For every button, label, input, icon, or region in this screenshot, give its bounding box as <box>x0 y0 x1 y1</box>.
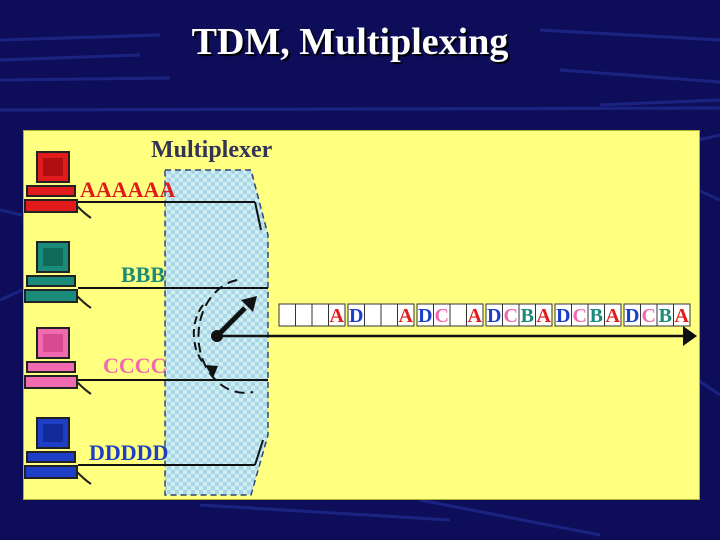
frame-slot-label: D <box>556 305 570 327</box>
source-label-c: CCCC <box>103 353 167 378</box>
frame-slot-label: B <box>521 305 534 327</box>
frame-slot-label: C <box>642 305 656 327</box>
slide-title: TDM, Multiplexing <box>0 20 700 64</box>
frame-slot-label: B <box>659 305 672 327</box>
tdm-diagram: Multiplexer <box>23 130 698 498</box>
frame-slot-label: A <box>399 305 414 327</box>
blue-computer-icon <box>25 418 91 484</box>
frame-slot-label: D <box>487 305 501 327</box>
frame-slot-label: B <box>590 305 603 327</box>
output-arrowhead <box>683 326 697 346</box>
frame-slot-label: D <box>625 305 639 327</box>
frame-slot-label: A <box>468 305 483 327</box>
frame-slot <box>365 304 382 326</box>
frame-slot-label: D <box>418 305 432 327</box>
frame-slot-label: A <box>330 305 345 327</box>
frame-slot-label: A <box>606 305 621 327</box>
multiplexer-label: Multiplexer <box>151 137 273 163</box>
source-label-b: BBB <box>121 262 165 287</box>
frame-slot-label: A <box>537 305 552 327</box>
frame-slot-label: C <box>435 305 449 327</box>
source-label-a: AAAAAA <box>80 177 175 202</box>
pink-computer-icon <box>25 328 91 394</box>
source-label-d: DDDDD <box>89 440 168 465</box>
frame-slot <box>450 304 467 326</box>
frame-slot <box>381 304 398 326</box>
frame-slot <box>312 304 329 326</box>
teal-computer-icon <box>25 242 91 308</box>
frame-slot-label: C <box>573 305 587 327</box>
frame-slot-label: C <box>504 305 518 327</box>
frame-slot-label: D <box>349 305 363 327</box>
frame-slot <box>279 304 296 326</box>
frame-slot-label: A <box>675 305 690 327</box>
frame-slot <box>296 304 313 326</box>
